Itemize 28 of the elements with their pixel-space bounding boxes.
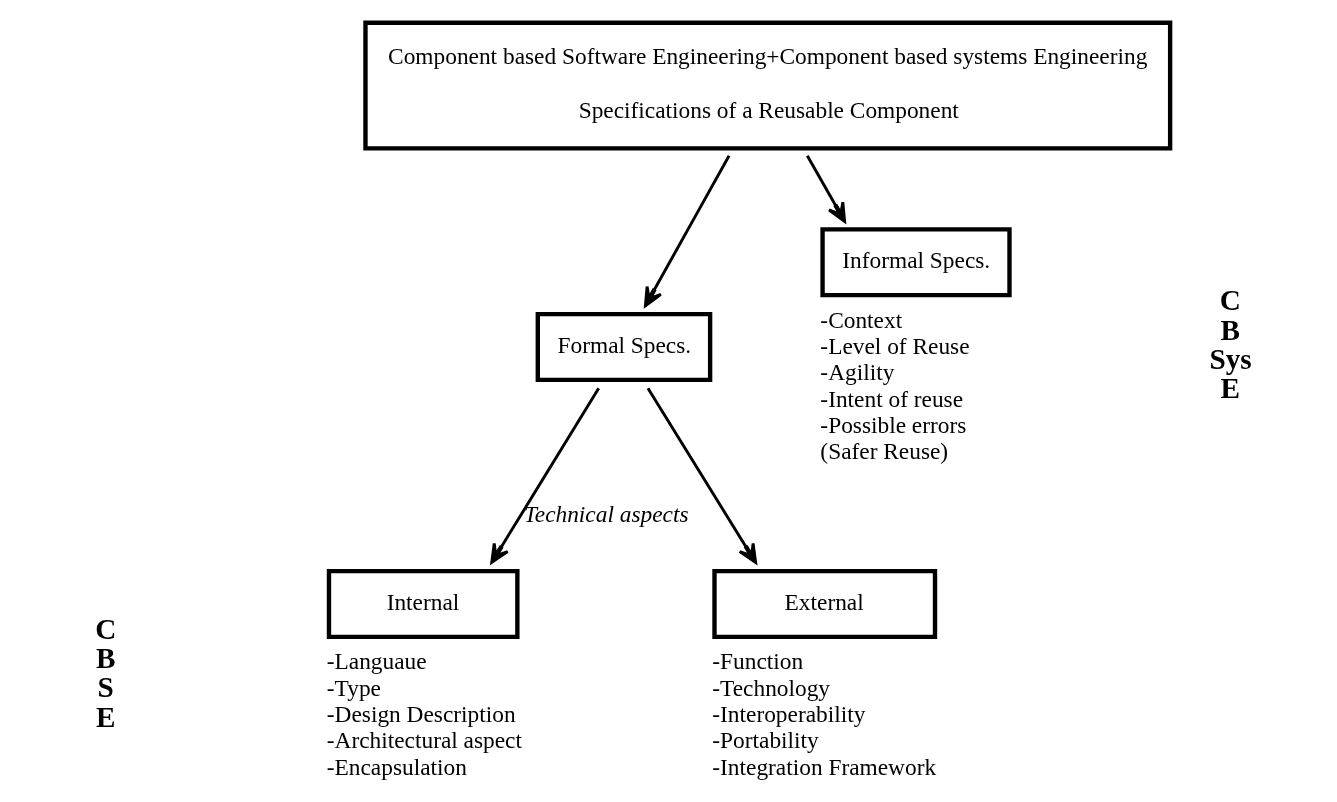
node-label: -Intent of reuse bbox=[820, 385, 964, 412]
node-label: -Technology bbox=[712, 674, 831, 701]
arrow bbox=[490, 387, 600, 564]
node-label: -Languaue bbox=[326, 648, 427, 675]
node-label: -Context bbox=[820, 306, 903, 333]
node-label: -Interoperability bbox=[712, 700, 866, 727]
node-label: -Portability bbox=[712, 727, 819, 754]
arrow bbox=[643, 155, 731, 308]
node-label: -Encapsulation bbox=[326, 753, 467, 780]
node-label: (Safer Reuse) bbox=[820, 438, 949, 465]
node-label: -Agility bbox=[820, 359, 895, 386]
node-box: Formal Specs. bbox=[535, 311, 713, 382]
node-label: -Level of Reuse bbox=[820, 332, 970, 359]
arrow bbox=[646, 387, 758, 564]
label: C B Sys E bbox=[1209, 284, 1252, 405]
node-label: -Possible errors bbox=[820, 411, 967, 438]
node-box: Component based Software Engineering+Component based systems Engineering Specifications of a Reusable Component bbox=[363, 20, 1173, 151]
arrow bbox=[806, 155, 847, 223]
edge-label: Technical aspects bbox=[523, 500, 689, 527]
node-label: -Architectural aspect bbox=[326, 727, 522, 754]
node-box: External bbox=[712, 568, 938, 640]
node-label: -Type bbox=[326, 674, 381, 701]
label: C B S E bbox=[95, 613, 117, 733]
node-box: Internal bbox=[326, 568, 520, 640]
node-label: -Design Description bbox=[326, 700, 516, 727]
node-box: Informal Specs. bbox=[820, 227, 1012, 298]
node-label: -Function bbox=[712, 648, 804, 675]
node-label: -Integration Framework bbox=[712, 753, 937, 780]
